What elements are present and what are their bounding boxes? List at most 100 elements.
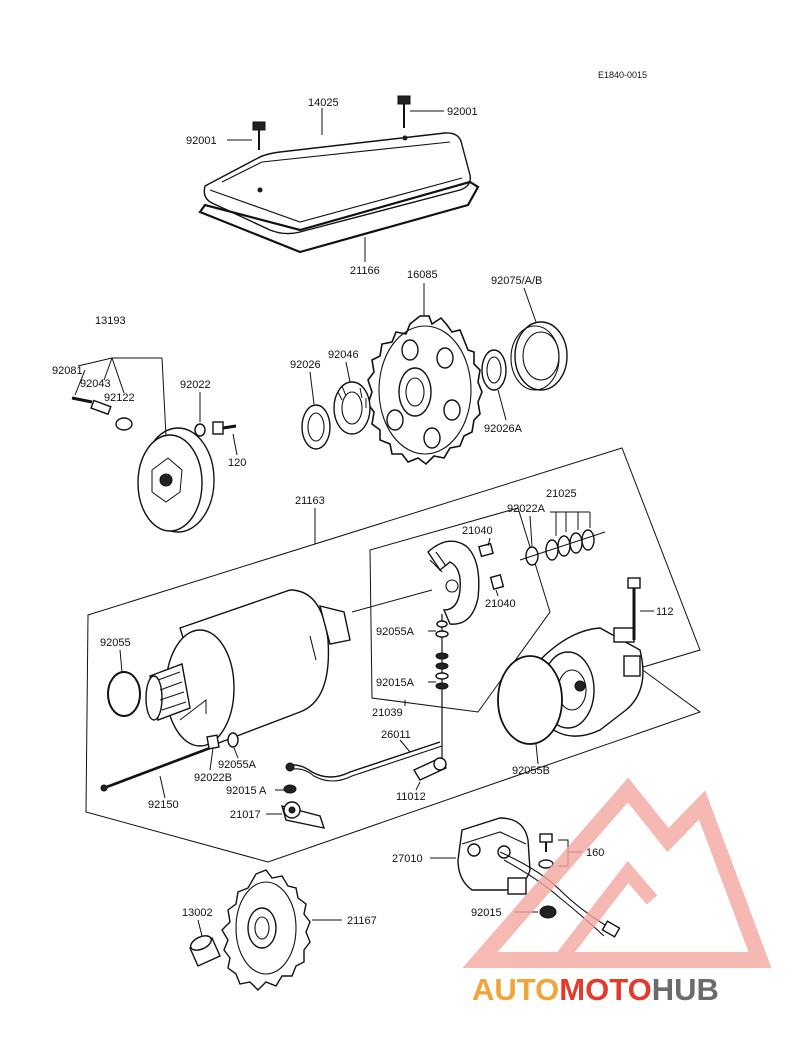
leader-21040-top: [487, 537, 491, 547]
label-21039: 21039: [372, 707, 403, 719]
terminal-21017: [280, 801, 326, 829]
terminal-11012: [412, 757, 448, 781]
label-120: 120: [228, 457, 246, 469]
leader-13002: [197, 919, 203, 937]
nut-92015a-lower: [283, 784, 297, 794]
label-14025: 14025: [308, 97, 339, 109]
shaft-axis-right: [519, 531, 606, 561]
idle-gear-21167: [221, 869, 311, 991]
leader-92055a-lower: [233, 747, 239, 759]
starter-motor-21163: [145, 589, 351, 747]
label-21167: 21167: [347, 915, 377, 927]
label-92026: 92026: [290, 359, 321, 371]
brush-21040-lower: [489, 574, 505, 590]
label-21040-lower: 21040: [485, 598, 516, 610]
bolt-112: [627, 577, 641, 640]
leader-92026: [309, 371, 315, 405]
starter-relay-27010: [457, 817, 621, 938]
shaft-axis-line: [351, 589, 433, 613]
washer-92022: [194, 423, 206, 437]
label-92015a-upper: 92015A: [376, 677, 415, 689]
oring-92055b: [497, 655, 563, 745]
label-92122: 92122: [104, 392, 135, 404]
leader-92075: [523, 287, 537, 323]
starter-motor-frame: [85, 447, 702, 863]
gasket-21166: [198, 180, 480, 254]
label-21163: 21163: [295, 495, 325, 507]
label-112: 112: [656, 606, 674, 618]
leader-120: [232, 433, 238, 456]
washer-92026a: [481, 349, 507, 391]
leader-21025: [550, 511, 591, 536]
lead-26011: [285, 741, 443, 782]
leader-92022b: [209, 747, 214, 771]
diagram-ref-code: E1840-0015: [598, 70, 647, 80]
oring-92055a-lower: [227, 732, 239, 748]
washer-92026: [301, 404, 331, 450]
label-92055b: 92055B: [512, 765, 550, 777]
label-92001-left: 92001: [186, 135, 217, 147]
leader-92046: [345, 361, 351, 383]
label-92001-right: 92001: [447, 106, 478, 118]
label-92026a: 92026A: [484, 423, 523, 435]
needle-bearing-92046: [333, 381, 371, 435]
label-92075: 92075/A/B: [491, 275, 542, 287]
leader-92150: [159, 775, 166, 799]
leader-92022a: [529, 515, 533, 547]
label-92015: 92015: [471, 907, 502, 919]
brush-plate-21039: [427, 540, 480, 625]
oring-92055: [107, 671, 141, 717]
label-92081: 92081: [52, 365, 83, 377]
label-92150: 92150: [148, 799, 179, 811]
leader-11012: [415, 781, 421, 791]
leader-92055b: [535, 743, 539, 765]
seal-92075: [510, 321, 568, 391]
watermark-word-auto: AUTO: [472, 972, 559, 1007]
leader-13193: [77, 357, 167, 437]
label-92055: 92055: [100, 637, 131, 649]
watermark-logo: [462, 777, 772, 968]
watermark-word-moto: MOTO: [559, 972, 651, 1007]
label-92022a: 92022A: [507, 503, 546, 515]
label-92043: 92043: [80, 378, 111, 390]
watermark-triangle-icon: [462, 777, 772, 968]
label-92055a-upper: 92055A: [376, 626, 415, 638]
label-26011: 26011: [381, 729, 411, 741]
bolt-120: [212, 421, 237, 435]
spring-92043: [90, 399, 112, 416]
watermark-word-hub: HUB: [652, 972, 719, 1007]
label-92046: 92046: [328, 349, 359, 361]
label-21025: 21025: [546, 488, 577, 500]
leader-21040-lower: [495, 589, 499, 597]
label-92055a-lower: 92055A: [218, 759, 257, 771]
through-bolt-92150: [100, 746, 211, 792]
leader-92055: [119, 649, 123, 673]
bolt-92001-left: [252, 121, 266, 150]
rotor-13193: [137, 427, 215, 533]
starter-clutch-gear-16085: [367, 315, 483, 466]
label-92022b: 92022B: [194, 772, 232, 784]
label-11012: 11012: [396, 791, 426, 803]
label-27010: 27010: [392, 853, 423, 865]
label-92015a-lower: 92015 A: [226, 785, 267, 797]
label-16085: 16085: [407, 269, 438, 281]
bolt-160: [538, 833, 554, 869]
part-labels: 14025 92001 92001 21166 16085 92075/A/B …: [52, 97, 674, 927]
label-21166: 21166: [350, 265, 380, 277]
shims-21025: [545, 529, 595, 561]
label-13002: 13002: [182, 907, 213, 919]
leader-92081: [74, 369, 86, 396]
pin-92122: [115, 417, 133, 431]
label-21040-top: 21040: [462, 525, 493, 537]
label-13193: 13193: [95, 315, 126, 327]
washer-stack-92055a-92015a: [435, 614, 449, 760]
brush-21040-top: [478, 542, 494, 558]
shaft-13002: [189, 935, 221, 967]
leader-26011: [399, 739, 411, 753]
label-21017: 21017: [230, 809, 261, 821]
label-160: 160: [586, 847, 604, 859]
washer-92022b: [206, 734, 220, 750]
label-92022: 92022: [180, 379, 211, 391]
bolt-92001-right: [397, 95, 411, 128]
